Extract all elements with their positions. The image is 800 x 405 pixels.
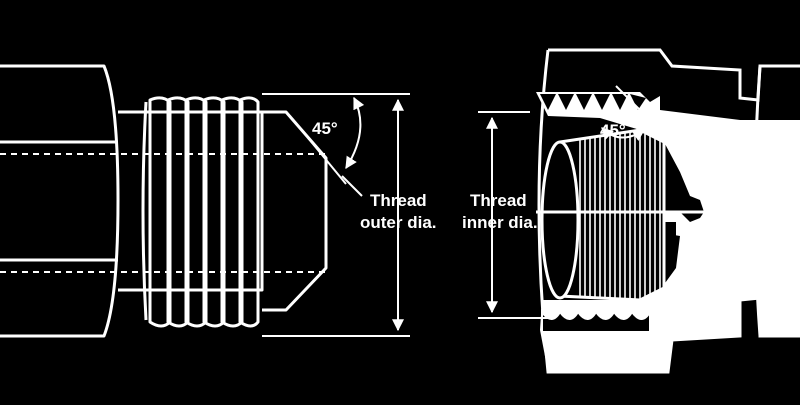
angle-label-left: 45°	[312, 119, 338, 138]
angle-label-right: 45°	[600, 121, 626, 140]
female-fitting	[536, 48, 800, 374]
thread-outer-label-line2: outer dia.	[360, 213, 437, 232]
male-threads	[141, 96, 260, 328]
male-cone-nose	[262, 110, 328, 312]
male-thread-band	[118, 110, 264, 292]
outer-dia-dimension	[262, 93, 410, 337]
female-lower-teeth	[541, 308, 651, 333]
thread-outer-label-line1: Thread	[370, 191, 427, 210]
male-hex-body	[0, 64, 120, 338]
inner-dia-dimension	[478, 85, 649, 319]
female-tube-end	[753, 65, 762, 337]
female-centerlines	[686, 153, 800, 273]
female-upper-teeth	[540, 94, 646, 110]
female-cone-seat	[540, 128, 666, 302]
thread-inner-label-line2: inner dia.	[462, 213, 538, 232]
thread-inner-label-line1: Thread	[470, 191, 527, 210]
male-centerlines	[0, 153, 326, 273]
male-fitting	[0, 64, 328, 338]
female-upper-wall	[536, 92, 800, 212]
